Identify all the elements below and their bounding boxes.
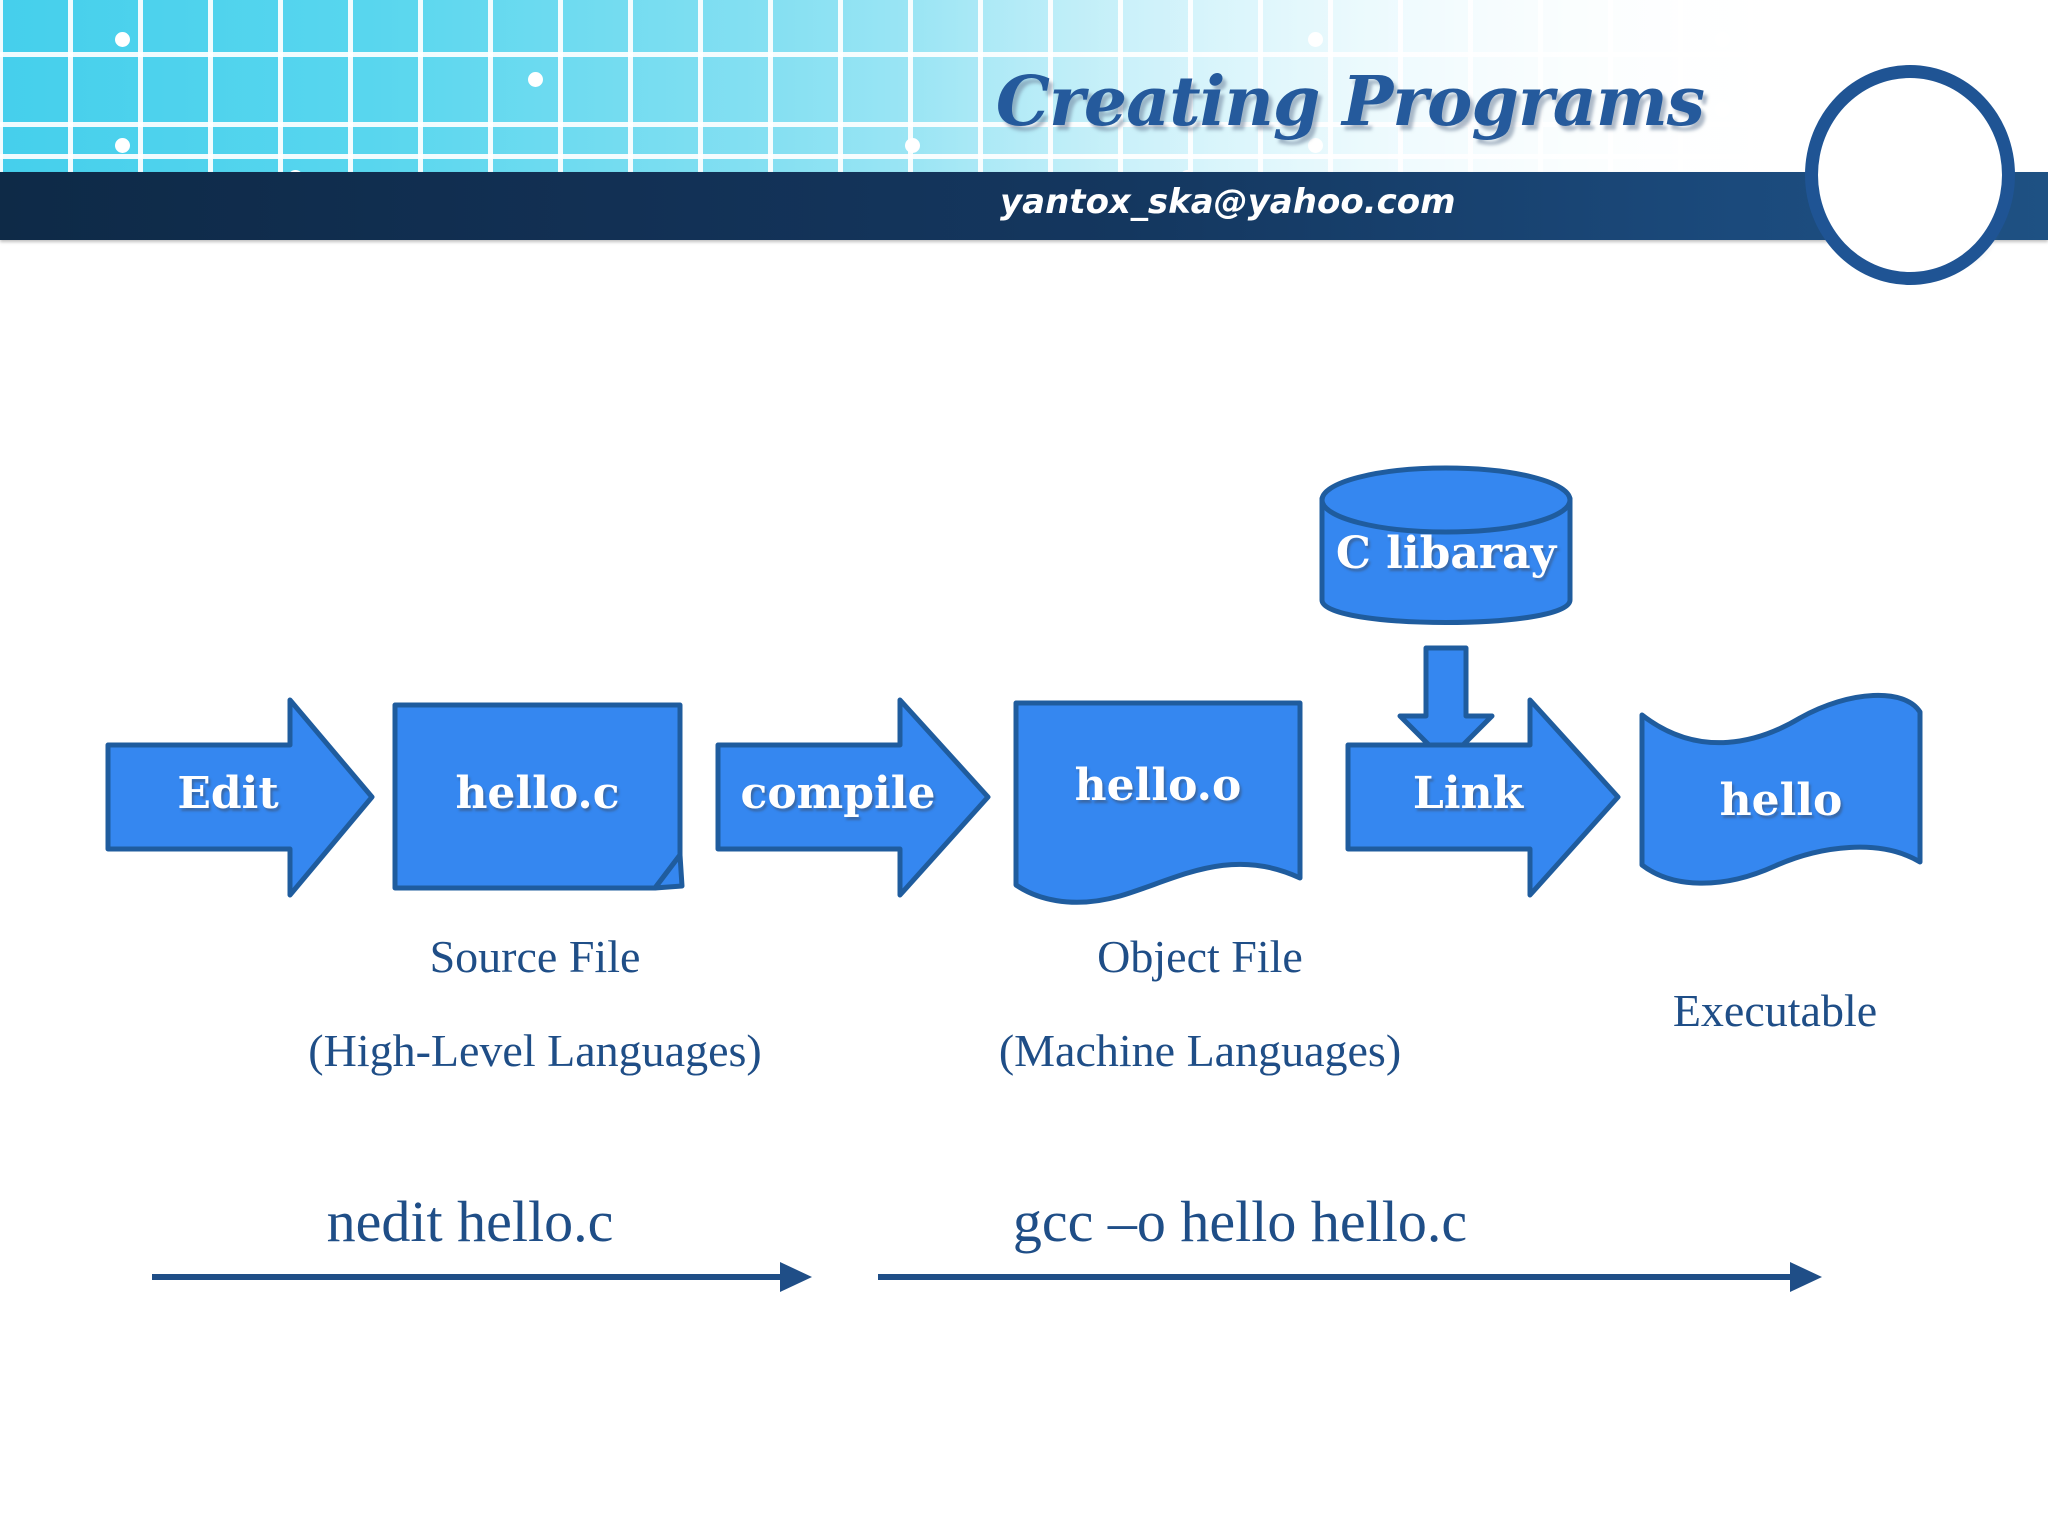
node-label-link: Link xyxy=(1412,768,1524,819)
caption-source-file-line1: Source File xyxy=(429,931,641,982)
node-c-library-cylinder[interactable] xyxy=(1319,465,1573,625)
header-fade-overlay xyxy=(0,0,2048,172)
command-arrow-compile-link xyxy=(878,1262,1822,1292)
node-link-arrow[interactable] xyxy=(1345,697,1621,898)
caption-source-file-line2: (High-Level Languages) xyxy=(308,1025,762,1076)
node-compile-arrow[interactable] xyxy=(715,697,991,898)
command-nedit: nedit hello.c xyxy=(326,1189,614,1254)
node-label-source-file: hello.c xyxy=(455,768,620,819)
node-executable-flag[interactable] xyxy=(1639,693,1923,886)
caption-executable: Executable xyxy=(1672,985,1878,1036)
node-label-edit: Edit xyxy=(177,768,279,819)
node-label-executable: hello xyxy=(1719,775,1843,826)
page-title: Creating Programs xyxy=(995,62,1705,142)
caption-object-file-line2: (Machine Languages) xyxy=(998,1025,1402,1076)
command-gcc: gcc –o hello hello.c xyxy=(1012,1189,1468,1254)
node-label-c-library: C libaray xyxy=(1335,528,1557,579)
node-source-file-shape[interactable] xyxy=(392,702,685,891)
node-object-file-shape[interactable] xyxy=(1013,700,1303,905)
command-arrow-edit xyxy=(152,1262,812,1292)
caption-object-file-line1: Object File xyxy=(1097,931,1303,982)
node-label-object-file: hello.o xyxy=(1074,760,1242,811)
header-circle-badge xyxy=(1805,65,2015,285)
connector-library-to-link xyxy=(1397,645,1495,765)
node-edit-arrow[interactable] xyxy=(105,697,375,898)
header-banner xyxy=(0,0,2048,172)
header-navy-bar xyxy=(0,172,2048,240)
node-label-compile: compile xyxy=(740,768,936,819)
